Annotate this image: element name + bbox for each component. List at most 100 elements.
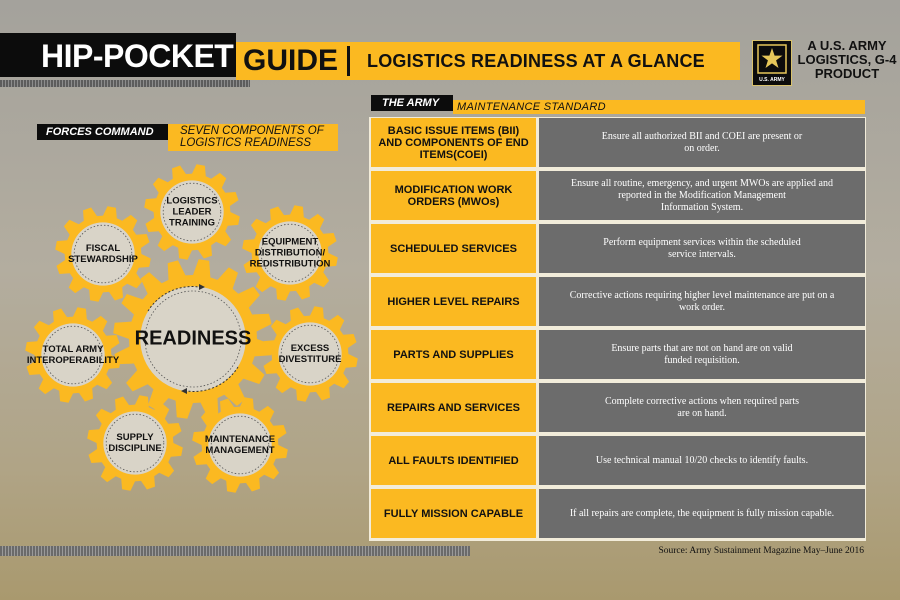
gear-label-line: EXCESS — [290, 343, 330, 354]
standard-description: Ensure parts that are not on hand are on… — [539, 330, 865, 379]
standard-item: FULLY MISSION CAPABLE — [371, 489, 536, 538]
gear-label-line: EQUIPMENT — [261, 236, 319, 248]
gear-leader-training — [144, 164, 240, 260]
standard-description: Ensure all authorized BII and COEI are p… — [539, 118, 865, 167]
standard-item: SCHEDULED SERVICES — [371, 224, 536, 273]
standard-description: If all repairs are complete, the equipme… — [539, 489, 865, 538]
standard-item: HIGHER LEVEL REPAIRS — [371, 277, 536, 326]
gear-label-line: TRAINING — [169, 217, 215, 229]
subtitle-line: LOGISTICS READINESS — [180, 137, 312, 149]
gear-center — [113, 259, 273, 419]
gear-label-line: LOGISTICS — [166, 195, 218, 207]
maintenance-standard-subtitle: MAINTENANCE STANDARD — [457, 101, 606, 113]
subtitle-line: SEVEN COMPONENTS OF — [180, 125, 324, 137]
description-line: service intervals. — [668, 248, 736, 260]
gear-fiscal — [55, 206, 151, 302]
description-line: funded requisition. — [664, 354, 740, 366]
gear-face — [41, 323, 105, 387]
gear-label-line: DISTRIBUTION/ — [254, 247, 326, 259]
item-line: HIGHER LEVEL REPAIRS — [387, 295, 520, 308]
arrowhead-top-icon — [199, 284, 205, 290]
standard-description: Perform equipment services within the sc… — [539, 224, 865, 273]
readiness-label: READINESS — [134, 327, 252, 350]
description-line: work order. — [678, 301, 726, 313]
standard-item: PARTS AND SUPPLIES — [371, 330, 536, 379]
gear-graphic — [25, 164, 358, 493]
standard-description: Ensure all routine, emergency, and urgen… — [539, 171, 865, 220]
item-line: SCHEDULED SERVICES — [390, 242, 517, 255]
description-line: Ensure parts that are not on hand are on… — [611, 342, 793, 354]
item-line: FULLY MISSION CAPABLE — [383, 507, 524, 520]
gear-dotted-ring — [162, 182, 222, 242]
gear-label-line: SUPPLY — [116, 432, 154, 443]
standard-description: Complete corrective actions when require… — [539, 383, 865, 432]
item-line: BASIC ISSUE ITEMS (BII) — [387, 124, 520, 137]
description-line: Use technical manual 10/20 checks to ide… — [595, 454, 809, 466]
gear-face — [140, 286, 246, 392]
description-line: Ensure all routine, emergency, and urgen… — [571, 177, 833, 189]
gear-supply — [87, 395, 183, 491]
description-line: are on hand. — [677, 407, 727, 419]
description-line: Information System. — [660, 201, 744, 213]
gear-maintenance — [192, 397, 288, 493]
product-line: A U.S. ARMY — [807, 38, 887, 53]
gear-face — [258, 221, 322, 285]
cycle-arrow-top — [147, 286, 200, 312]
gear-label-line: LEADER — [172, 206, 212, 218]
description-line: Complete corrective actions when require… — [604, 395, 800, 407]
item-line: PARTS AND SUPPLIES — [393, 348, 514, 361]
gear-label-line: MANAGEMENT — [205, 445, 275, 456]
standard-item: ALL FAULTS IDENTIFIED — [371, 436, 536, 485]
description-line: If all repairs are complete, the equipme… — [569, 507, 835, 519]
header-divider — [347, 46, 350, 76]
maintenance-standard-table: BASIC ISSUE ITEMS (BII)AND COMPONENTS OF… — [369, 117, 866, 541]
gear-face — [208, 413, 272, 477]
item-line: ALL FAULTS IDENTIFIED — [388, 454, 519, 467]
forces-command-band — [168, 124, 338, 151]
gear-face — [278, 322, 342, 386]
item-line: MODIFICATION WORK — [394, 183, 513, 196]
gear-label-line: DIVESTITURE — [278, 354, 342, 365]
gear-label-line: MAINTENANCE — [204, 434, 276, 445]
page-subtitle: LOGISTICS READINESS AT A GLANCE — [367, 51, 705, 71]
gear-dotted-ring — [144, 290, 242, 388]
standard-row: BASIC ISSUE ITEMS (BII)AND COMPONENTS OF… — [369, 117, 866, 170]
gear-dotted-ring — [43, 325, 103, 385]
arrowhead-bottom-icon — [181, 388, 187, 394]
gear-dotted-ring — [260, 223, 320, 283]
gear-label-line: REDISTRIBUTION — [249, 258, 331, 270]
description-line: Perform equipment services within the sc… — [603, 236, 801, 248]
product-line: PRODUCT — [814, 66, 880, 81]
standard-description: Corrective actions requiring higher leve… — [539, 277, 865, 326]
gear-label-line: STEWARDSHIP — [68, 254, 138, 265]
description-line: Corrective actions requiring higher leve… — [569, 289, 835, 301]
standard-row: SCHEDULED SERVICES Perform equipment serv… — [369, 223, 866, 276]
header-yellow-band — [236, 42, 740, 80]
description-line: reported in the Modification Management — [618, 189, 786, 201]
gear-face — [103, 411, 167, 475]
item-line: ORDERS (MWOs) — [407, 195, 500, 208]
gear-dotted-ring — [105, 413, 165, 473]
item-line: AND COMPONENTS OF END — [378, 136, 529, 149]
footer-stripe — [0, 546, 470, 556]
standard-item: BASIC ISSUE ITEMS (BII)AND COMPONENTS OF… — [371, 118, 536, 167]
the-army-label: THE ARMY — [371, 95, 453, 111]
star-icon — [757, 44, 787, 74]
gear-face — [160, 180, 224, 244]
gear-interoperability — [25, 307, 121, 403]
standard-row: REPAIRS AND SERVICES Complete corrective … — [369, 382, 866, 435]
gear-dotted-ring — [280, 324, 340, 384]
item-line: REPAIRS AND SERVICES — [386, 401, 521, 414]
description-line: Ensure all authorized BII and COEI are p… — [601, 130, 803, 142]
gear-equipment — [242, 205, 338, 301]
header-black-band — [0, 33, 236, 77]
guide-label: GUIDE — [243, 44, 339, 77]
